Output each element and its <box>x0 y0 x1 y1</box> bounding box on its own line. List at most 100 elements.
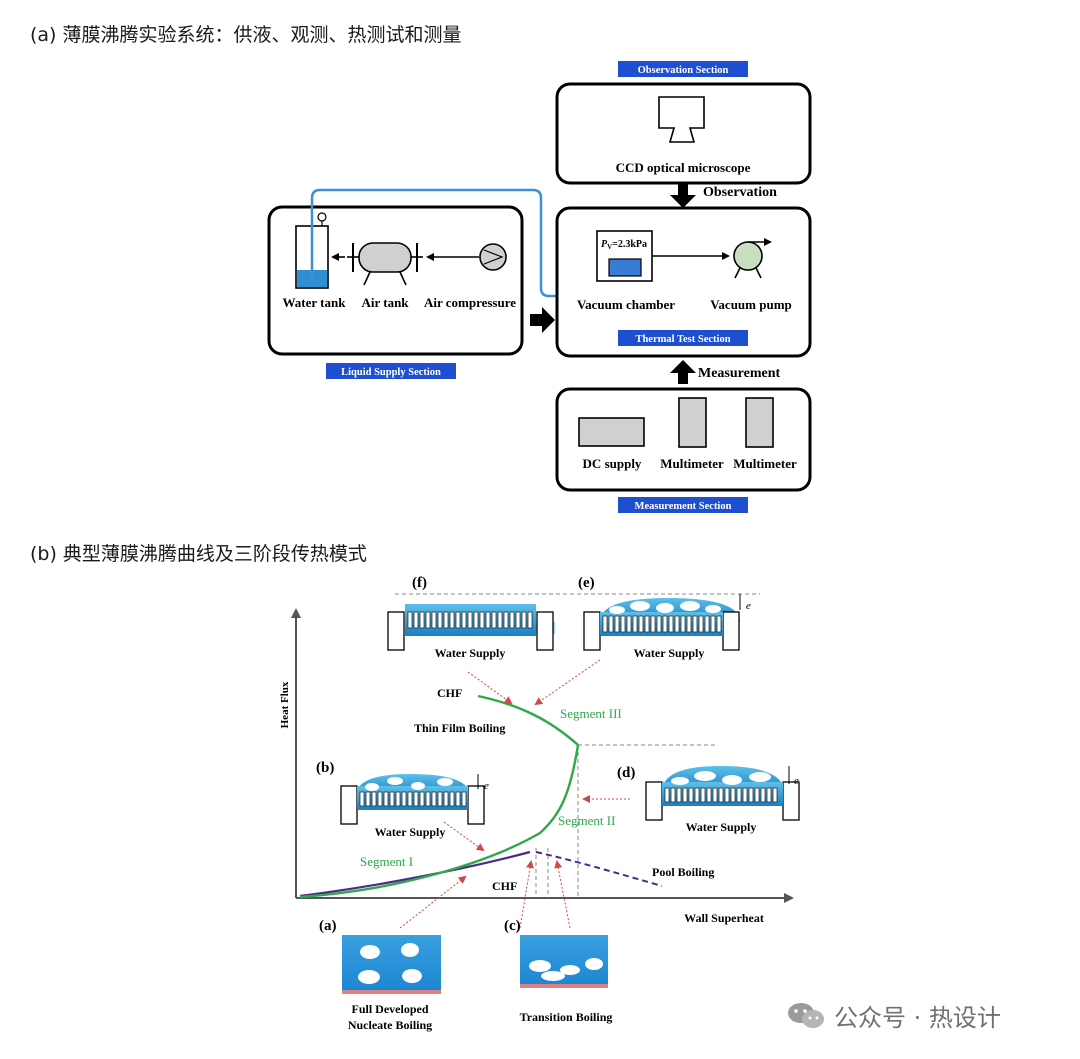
observation-section-label: Observation Section <box>638 65 729 76</box>
fin <box>664 787 670 803</box>
fin <box>371 791 377 807</box>
fin <box>377 791 383 807</box>
mode-e-water-supply: Water Supply <box>634 646 705 660</box>
fin <box>698 615 704 633</box>
fin <box>730 787 736 803</box>
mode-a-label: (a) <box>319 918 337 934</box>
fin <box>688 787 694 803</box>
vacuum-chamber-icon <box>596 230 653 282</box>
fin <box>650 615 656 633</box>
thermal-test-section: PV=2.3kPa Vacuum chamber Vacuum pump The… <box>555 206 812 358</box>
multimeter-1-icon <box>678 397 707 448</box>
vacuum-chamber-label: Vacuum chamber <box>577 297 675 312</box>
fin <box>455 791 461 807</box>
y-axis-label: Heat Flux <box>279 681 291 728</box>
fin <box>485 611 491 629</box>
thin-film-label: Thin Film Boiling <box>414 721 505 735</box>
fin <box>766 787 772 803</box>
fin <box>680 615 686 633</box>
fin <box>365 791 371 807</box>
caption-a: (a) 薄膜沸腾实验系统：供液、观测、热测试和测量 <box>30 24 462 46</box>
fin <box>608 615 614 633</box>
measurement-arrow-label: Measurement <box>698 366 780 381</box>
fin <box>674 615 680 633</box>
fin <box>700 787 706 803</box>
fin <box>760 787 766 803</box>
fin <box>602 615 608 633</box>
purple-curve <box>299 850 531 898</box>
fin <box>461 791 467 807</box>
mode-f-illustration: (f) Water Supply <box>387 575 555 660</box>
multimeter-2-label: Multimeter <box>733 456 797 471</box>
liquid-supply-tag <box>326 363 456 379</box>
fin <box>742 787 748 803</box>
mode-d-water-supply: Water Supply <box>686 820 757 834</box>
fin <box>425 611 431 629</box>
fin <box>449 611 455 629</box>
fin <box>443 791 449 807</box>
fin <box>413 611 419 629</box>
liquid-supply-label: Liquid Supply Section <box>341 367 441 378</box>
fin <box>686 615 692 633</box>
mode-d-thickness: e <box>794 775 799 787</box>
fin <box>383 791 389 807</box>
caption-b: (b) 典型薄膜沸腾曲线及三阶段传热模式 <box>30 543 367 565</box>
supply-pipe <box>310 188 610 298</box>
segment-1-label: Segment I <box>360 854 413 869</box>
thermal-test-tag <box>618 330 748 346</box>
mode-d-label: (d) <box>617 765 635 781</box>
fin <box>718 787 724 803</box>
fin <box>449 791 455 807</box>
fin <box>437 611 443 629</box>
pv-symbol: P <box>601 239 608 250</box>
fin <box>682 787 688 803</box>
mode-c-label: (c) <box>504 918 521 934</box>
fin <box>706 787 712 803</box>
fin <box>467 611 473 629</box>
fin <box>413 791 419 807</box>
fin <box>425 791 431 807</box>
pool-boiling-curve <box>535 851 663 887</box>
air-tank-icon <box>358 242 412 273</box>
fin <box>503 611 509 629</box>
fin <box>754 787 760 803</box>
fin <box>724 787 730 803</box>
fin <box>748 787 754 803</box>
fin <box>401 791 407 807</box>
fin <box>509 611 515 629</box>
fin <box>407 791 413 807</box>
fin <box>359 791 365 807</box>
fin <box>676 787 682 803</box>
mode-f-water-supply: Water Supply <box>435 646 506 660</box>
fin <box>694 787 700 803</box>
fin <box>521 611 527 629</box>
vacuum-pump-label: Vacuum pump <box>710 297 792 312</box>
green-curve <box>299 744 580 899</box>
svg-text:PV=2.3kPa: PV=2.3kPa <box>601 239 647 251</box>
multimeter-1-label: Multimeter <box>660 456 724 471</box>
fin <box>431 611 437 629</box>
mode-a-illustration: (a) Full Developed Nucleate Boiling <box>319 918 441 1032</box>
dc-supply-icon <box>578 417 645 447</box>
fin <box>479 611 485 629</box>
air-tank-label: Air tank <box>361 295 409 310</box>
fin <box>407 611 413 629</box>
fin <box>515 611 521 629</box>
full-developed-line1: Full Developed <box>352 1002 429 1016</box>
fin <box>704 615 710 633</box>
x-axis-label: Wall Superheat <box>684 911 764 925</box>
mode-c-illustration: (c) Transition Boiling <box>504 918 612 1024</box>
measurement-section: DC supply Multimeter Multimeter Measurem… <box>555 387 812 513</box>
transition-label: Transition Boiling <box>520 1010 613 1024</box>
watermark-text: 公众号 · 热设计 <box>834 1004 1001 1032</box>
fin <box>620 615 626 633</box>
pv-sub: V <box>607 243 612 251</box>
fin <box>473 611 479 629</box>
fin <box>419 611 425 629</box>
fin <box>389 791 395 807</box>
mode-d-illustration: (d) e Water Supply <box>617 765 800 834</box>
boiling-curve: Heat Flux Wall Superheat CHF Thin Film B… <box>279 593 794 929</box>
full-developed-line2: Nucleate Boiling <box>348 1018 432 1032</box>
supply-arrow-icon <box>530 307 555 333</box>
fin <box>527 611 533 629</box>
